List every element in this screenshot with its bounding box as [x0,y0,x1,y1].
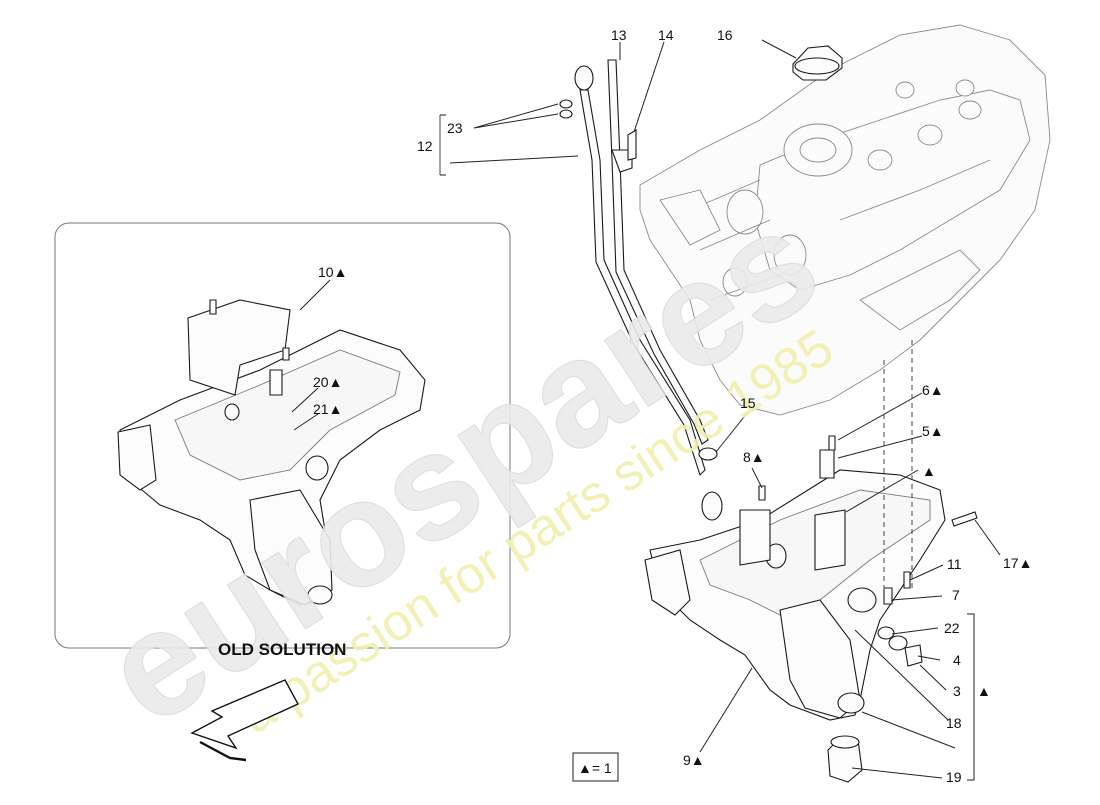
callout-13: 13 [611,27,627,43]
callout-5: 5▲ [922,423,944,439]
direction-arrow-icon [190,679,299,762]
legend-text: ▲= 1 [578,760,612,776]
callout-21-old: 21▲ [313,401,342,417]
oil-sump-main [644,449,946,721]
callout-12: 12 [417,138,433,154]
callout-20-old: 20▲ [313,374,342,390]
small-parts [758,435,978,783]
callout-10-old: 10▲ [318,264,347,280]
dipstick-assembly [559,59,723,521]
callout-16: 16 [717,27,733,43]
leader-lines [291,39,1001,781]
callout-11: 11 [947,556,962,572]
callout-3-triangle: ▲ [977,683,991,699]
callout-6: 6▲ [922,382,944,398]
callout-8: 8▲ [743,449,765,465]
legend: ▲= 1 [572,752,619,782]
callout-23: 23 [447,120,463,136]
callout-19: 19 [946,769,962,785]
callout-15: 15 [740,395,756,411]
old-solution-panel [54,222,511,649]
callout-3: 3 [953,683,961,699]
callout-labels: 23 12 13 14 16 15 6▲ 5▲ ▲ 8▲ 17▲ 11 7 22… [218,27,1032,785]
callout-7: 7 [952,587,960,603]
callout-4: 4 [953,652,961,668]
oil-filler-cap [792,45,843,81]
callout-22: 22 [944,620,960,636]
callout-14: 14 [658,27,674,43]
callout-unnumbered: ▲ [922,463,936,479]
engine-block [639,24,1051,416]
old-solution-label: OLD SOLUTION [218,640,346,659]
callout-17: 17▲ [1003,555,1032,571]
callout-9: 9▲ [683,752,705,768]
callout-18: 18 [946,715,962,731]
